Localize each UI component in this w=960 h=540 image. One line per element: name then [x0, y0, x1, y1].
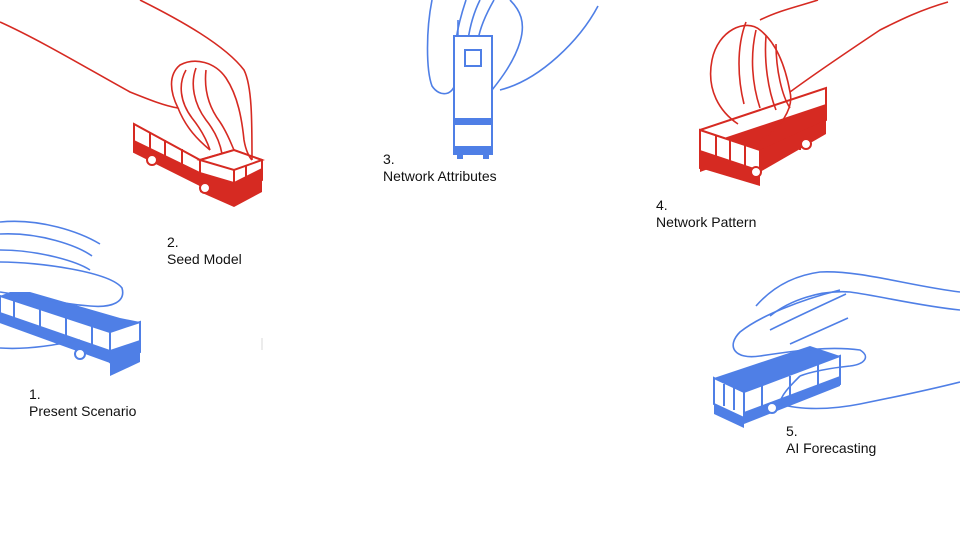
hand-holding-bus-icon: [426, 0, 599, 159]
step-label-network-attributes: 3. Network Attributes: [383, 151, 497, 185]
bus-icon: [133, 122, 265, 207]
hand-holding-bus-icon: [0, 220, 263, 376]
step-label-seed-model: 2. Seed Model: [167, 234, 242, 268]
step-number: 1.: [29, 386, 41, 402]
hand-holding-bus-icon: [699, 0, 949, 186]
step-number: 5.: [786, 423, 798, 439]
step-label-network-pattern: 4. Network Pattern: [656, 197, 756, 231]
hand-holding-bus-icon: [0, 0, 265, 207]
step-title: Seed Model: [167, 251, 242, 267]
hand-holding-bus-icon: [713, 271, 960, 428]
step-number: 2.: [167, 234, 179, 250]
step-title: AI Forecasting: [786, 440, 877, 456]
step-title: Network Attributes: [383, 168, 497, 184]
step-number: 4.: [656, 197, 668, 213]
bus-icon: [0, 292, 141, 376]
bus-icon: [713, 346, 841, 428]
step-title: Present Scenario: [29, 403, 137, 419]
step-number: 3.: [383, 151, 395, 167]
step-label-ai-forecasting: 5. AI Forecasting: [786, 423, 876, 457]
step-title: Network Pattern: [656, 214, 757, 230]
bus-icon: [453, 35, 493, 159]
step-label-present-scenario: 1. Present Scenario: [29, 386, 136, 420]
